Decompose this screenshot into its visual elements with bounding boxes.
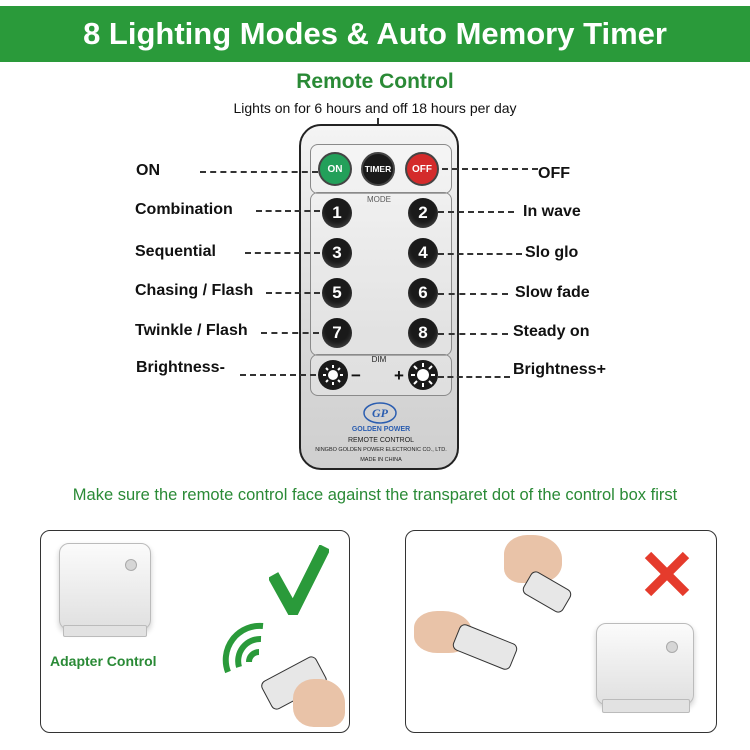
mode-button-4[interactable]: 4 [408,238,438,268]
minus-sign: − [351,366,361,385]
mode-button-6[interactable]: 6 [408,278,438,308]
leader-brightness-down [240,374,316,376]
label-sequential: Sequential [135,243,216,260]
sensor-dot [125,559,137,571]
made-in: MADE IN CHINA [360,457,402,463]
adapter-control-label: Adapter Control [50,653,157,669]
control-box [596,623,694,705]
brightness-up-button[interactable] [408,360,438,390]
brand-name: GOLDEN POWER [351,426,411,433]
sun-icon [323,365,343,385]
leader-off [442,168,538,170]
leader-in-wave [438,211,514,213]
leader-slo-glo [438,253,522,255]
label-slo-glo: Slo glo [525,244,579,261]
leader-slow-fade [438,293,508,295]
label-steady-on: Steady on [513,323,590,340]
dim-label: DIM [371,355,387,364]
control-box [59,543,151,630]
mode-button-2[interactable]: 2 [408,198,438,228]
signal-waves-icon [222,622,264,674]
control-box-base [63,625,147,637]
remote-title: Remote Control [296,70,454,93]
leader-twinkle-flash [261,332,319,334]
label-slow-fade: Slow fade [515,284,590,301]
sun-icon [411,363,435,387]
leader-chasing-flash [266,292,320,294]
correct-usage-panel: Adapter Control [40,530,350,733]
hand-holding-remote [259,654,345,729]
plus-sign: + [394,366,404,385]
instruction-text: Make sure the remote control face agains… [72,486,678,504]
leader-combination [256,210,320,212]
hand-holding-remote-top [494,535,584,619]
label-in-wave: In wave [523,203,581,220]
leader-steady-on [438,333,508,335]
hand-holding-remote-bottom [414,599,524,679]
label-combination: Combination [135,201,233,218]
brightness-down-button[interactable] [318,360,348,390]
label-chasing-flash: Chasing / Flash [135,282,254,299]
mode-button-5[interactable]: 5 [322,278,352,308]
label-on: ON [136,162,160,179]
mode-button-3[interactable]: 3 [322,238,352,268]
mode-button-8[interactable]: 8 [408,318,438,348]
leader-sequential [245,252,320,254]
remote-control: ON TIMER OFF MODE 1 2 3 4 5 6 7 8 DIM − … [299,124,459,470]
svg-text:GP: GP [372,406,389,420]
control-box-base [602,699,690,713]
company-name: NINGBO GOLDEN POWER ELECTRONIC CO., LTD. [315,447,447,453]
label-brightness-up: Brightness+ [513,361,606,378]
cross-icon [644,551,690,597]
leader-brightness-up [438,376,510,378]
leader-on [200,171,318,173]
header-banner [0,6,750,62]
mode-button-1[interactable]: 1 [322,198,352,228]
check-icon [269,545,329,615]
brand-logo: GP [363,402,397,424]
sensor-dot [666,641,678,653]
label-off: OFF [538,165,570,182]
label-brightness-down: Brightness- [136,359,225,376]
mode-button-7[interactable]: 7 [322,318,352,348]
label-twinkle-flash: Twinkle / Flash [135,322,248,339]
timer-button[interactable]: TIMER [361,152,395,186]
mode-label: MODE [367,195,391,204]
remote-subtitle: Lights on for 6 hours and off 18 hours p… [233,100,517,116]
on-button[interactable]: ON [318,152,352,186]
page-title: 8 Lighting Modes & Auto Memory Timer [83,16,667,51]
wrong-usage-panel [405,530,717,733]
off-button[interactable]: OFF [405,152,439,186]
remote-caption: REMOTE CONTROL [347,437,415,444]
